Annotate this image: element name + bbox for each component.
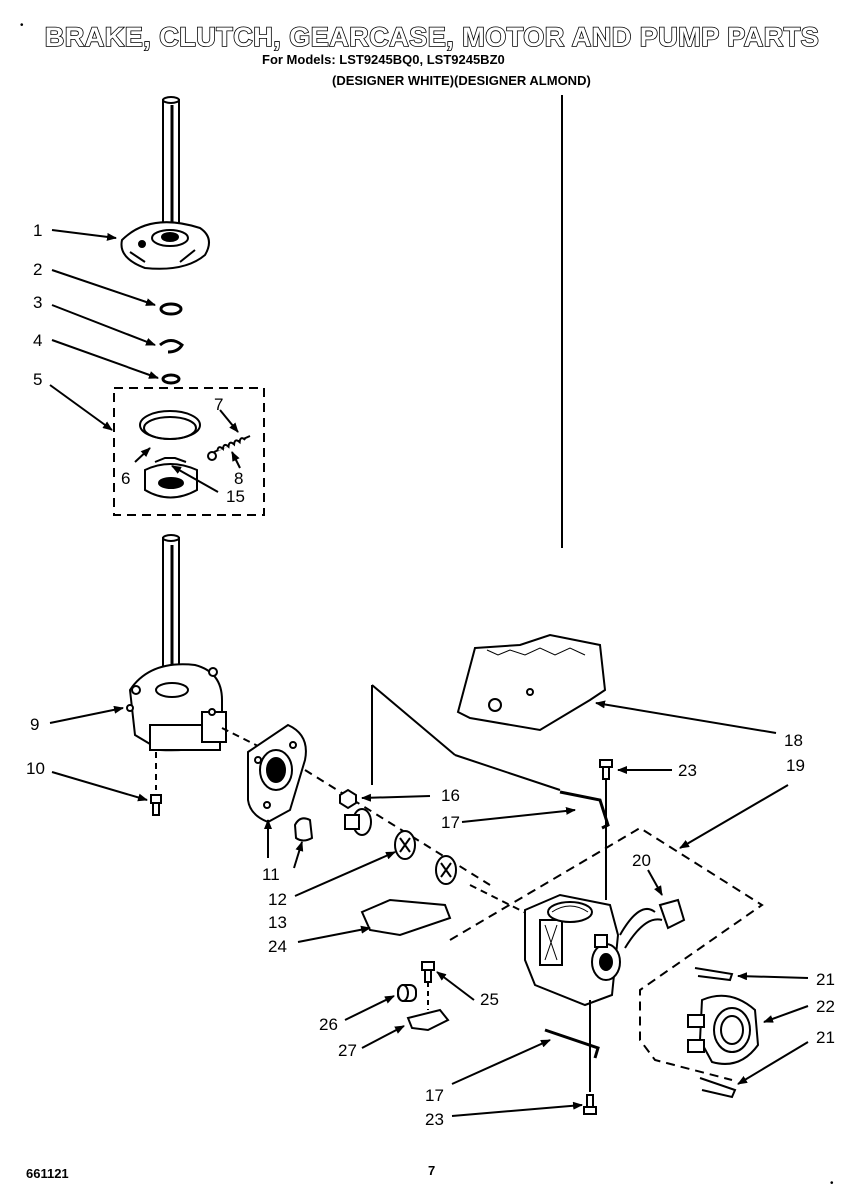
bolt-part-16	[339, 788, 357, 810]
grommet-part	[397, 984, 417, 1002]
pump-part	[687, 994, 760, 1065]
callout-10: 10	[26, 759, 45, 778]
callout-23a: 23	[678, 761, 697, 780]
callout-25: 25	[480, 990, 499, 1009]
clip-part-17b	[544, 1028, 600, 1059]
callout-2: 2	[33, 260, 42, 279]
screw-part-10	[150, 794, 162, 816]
clip-part-21b	[699, 1077, 737, 1099]
model-numbers: For Models: LST9245BQ0, LST9245BZ0	[262, 52, 505, 67]
registration-mark: •	[20, 20, 24, 31]
motor-assembly-box	[449, 826, 764, 1081]
callout-1: 1	[33, 221, 42, 240]
page-title: BRAKE, CLUTCH, GEARCASE, MOTOR AND PUMP …	[44, 21, 820, 53]
callout-24: 24	[268, 937, 287, 956]
callout-11: 11	[262, 865, 280, 884]
motor-shield-part	[456, 633, 607, 732]
brake-cam-part	[120, 221, 210, 270]
callout-15: 15	[226, 487, 245, 506]
callout-7: 7	[214, 395, 223, 414]
coupling-part	[344, 808, 372, 836]
callout-26: 26	[319, 1015, 338, 1034]
coupler-part-13a	[394, 830, 416, 860]
screw-part-23a	[599, 759, 613, 780]
coupler-part-12	[293, 817, 314, 842]
callout-21b: 21	[816, 1028, 835, 1047]
agitator-shaft	[162, 96, 180, 236]
motor-pad-part	[360, 898, 452, 937]
callout-12: 12	[268, 890, 287, 909]
callout-8: 8	[234, 469, 243, 488]
motor-part	[524, 893, 621, 1007]
screw-part-25	[421, 961, 435, 983]
callout-20: 20	[632, 851, 651, 870]
callout-17a: 17	[441, 813, 460, 832]
leader-arrows	[49, 229, 809, 1117]
callout-3: 3	[33, 293, 42, 312]
callout-16: 16	[441, 786, 460, 805]
page-number: 7	[428, 1163, 436, 1178]
brake-cam-base-part	[144, 457, 198, 499]
gearcase-part	[126, 663, 227, 752]
callout-17b: 17	[425, 1086, 444, 1105]
document-number: 661121	[26, 1166, 69, 1181]
callout-6: 6	[121, 469, 130, 488]
seal-plate-part	[247, 723, 307, 824]
callout-27: 27	[338, 1041, 357, 1060]
callout-9: 9	[30, 715, 39, 734]
screw-part-23b	[583, 1094, 597, 1115]
callout-5: 5	[33, 370, 42, 389]
callout-4: 4	[33, 331, 42, 350]
callout-19: 19	[786, 756, 805, 775]
color-variants: (DESIGNER WHITE)(DESIGNER ALMOND)	[332, 73, 591, 88]
brake-assembly-box	[113, 387, 265, 516]
ring-part	[161, 373, 181, 385]
drive-shaft	[162, 534, 180, 679]
motor-switch-part	[619, 898, 686, 949]
bracket-part	[406, 1008, 450, 1032]
coupler-part-13b	[435, 855, 457, 885]
brake-spring-part	[207, 435, 251, 461]
callout-23b: 23	[425, 1110, 444, 1129]
callout-13: 13	[268, 913, 287, 932]
brake-band-part	[139, 410, 201, 440]
callout-18: 18	[784, 731, 803, 750]
washer-part	[159, 302, 183, 316]
snap-ring-part	[159, 339, 184, 354]
callout-21a: 21	[816, 970, 835, 989]
callout-22: 22	[816, 997, 835, 1016]
clip-part-21a	[694, 967, 734, 982]
registration-mark: •	[830, 1178, 834, 1189]
